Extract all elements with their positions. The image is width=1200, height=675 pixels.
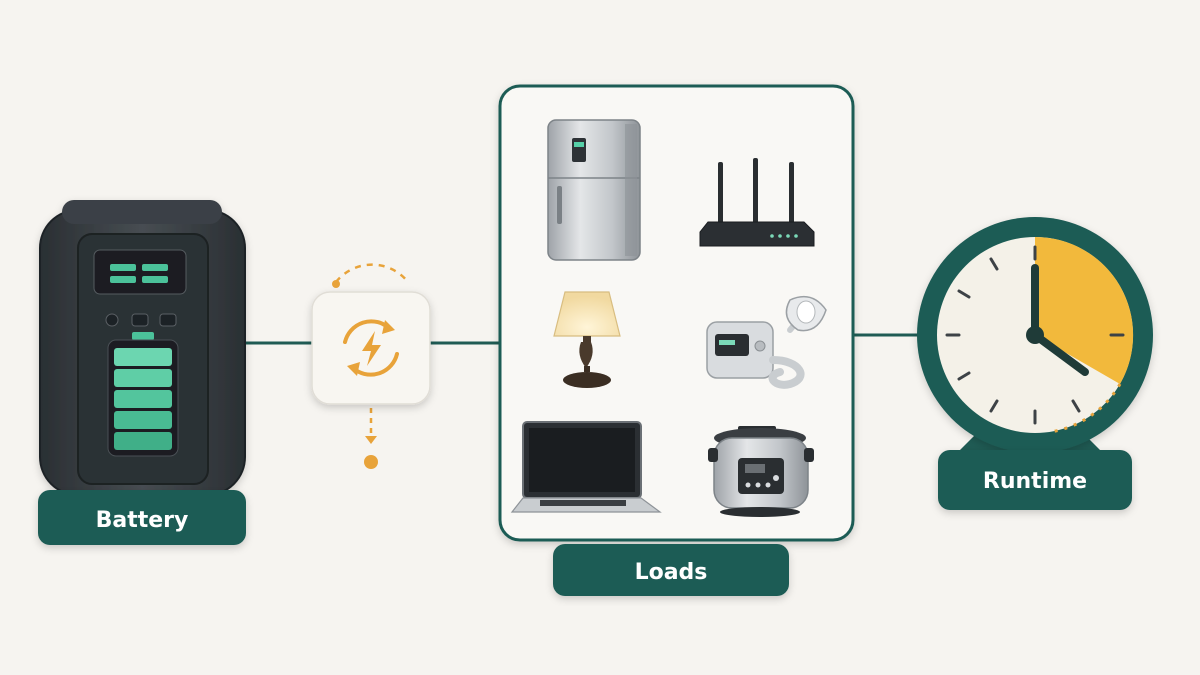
converter-node [311, 263, 431, 469]
runtime-label: Runtime [938, 450, 1132, 510]
battery-label-text: Battery [96, 508, 189, 533]
loads-panel [498, 84, 855, 542]
portable-power-station-icon [39, 200, 246, 496]
wifi-router-icon [699, 158, 815, 247]
laptop-icon [510, 421, 662, 513]
battery-label: Battery [38, 490, 246, 545]
loads-label-text: Loads [635, 560, 708, 585]
rice-cooker-icon [708, 426, 814, 517]
loads-label: Loads [553, 544, 789, 596]
table-lamp-icon [553, 291, 621, 388]
refrigerator-icon [547, 119, 641, 261]
clock-icon [917, 217, 1153, 453]
charging-cycle-icon [343, 319, 399, 377]
runtime-label-text: Runtime [983, 469, 1087, 494]
battery-charge-segments [114, 348, 172, 450]
cpap-machine-icon [706, 295, 827, 389]
